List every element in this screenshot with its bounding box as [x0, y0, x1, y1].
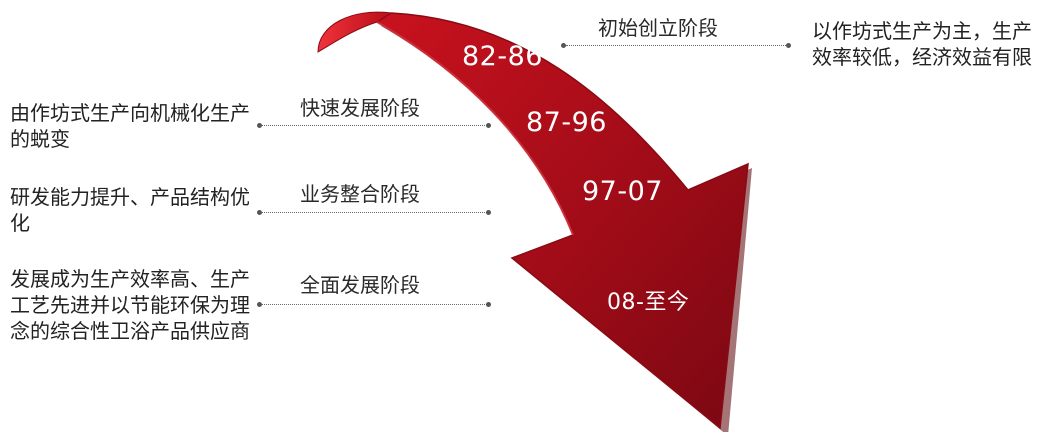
connector-line — [262, 125, 487, 126]
arrow-edge-highlight — [376, 21, 574, 236]
stage-name: 初始创立阶段 — [598, 16, 718, 40]
stage-name: 业务整合阶段 — [300, 182, 420, 206]
connector-line — [262, 212, 487, 213]
connector-dot — [486, 123, 491, 128]
connector-dot — [486, 210, 491, 215]
arrow-body — [375, 12, 749, 430]
stage-name: 快速发展阶段 — [300, 96, 420, 120]
period-label: 82-86 — [462, 41, 543, 72]
connector-dot — [561, 43, 566, 48]
period-label: 87-96 — [526, 107, 607, 138]
connector-dot — [257, 210, 262, 215]
stage-description: 由作坊式生产向机械化生产的蜕变 — [10, 101, 250, 151]
connector-dot — [486, 302, 491, 307]
connector-dot — [786, 43, 791, 48]
connector-dot — [257, 123, 262, 128]
connector-dot — [257, 302, 262, 307]
stage-description: 研发能力提升、产品结构优化 — [10, 185, 250, 235]
period-label: 97-07 — [582, 176, 663, 207]
stage-name: 全面发展阶段 — [300, 273, 420, 297]
arrow-tail — [317, 11, 393, 53]
stage-description: 以作坊式生产为主，生产效率较低，经济效益有限 — [812, 19, 1032, 69]
connector-line — [566, 45, 788, 46]
stage-description: 发展成为生产效率高、生产工艺先进并以节能环保为理念的综合性卫浴产品供应商 — [10, 267, 250, 343]
connector-line — [262, 304, 487, 305]
period-label: 08-至今 — [607, 290, 690, 315]
